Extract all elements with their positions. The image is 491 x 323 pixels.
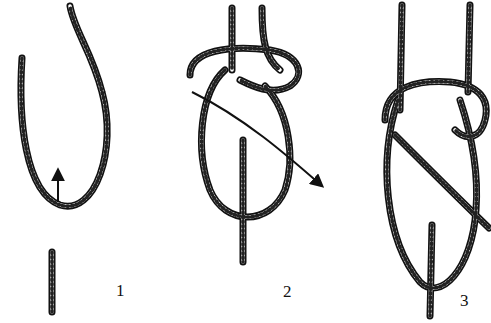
rope-strand	[202, 70, 290, 217]
step-number: 2	[283, 283, 292, 300]
rope-strand	[240, 140, 247, 262]
rope-strand	[468, 5, 470, 92]
rope-strand	[400, 5, 402, 110]
rope-strand	[21, 6, 107, 206]
rope-strand	[21, 6, 107, 206]
rope-strand	[229, 8, 236, 70]
rope-strand	[430, 225, 432, 316]
direction-arrow	[192, 92, 322, 186]
rope-strand	[430, 225, 432, 316]
rope-strand	[400, 5, 402, 110]
rope-strand	[230, 8, 234, 70]
rope-strand	[190, 48, 299, 90]
step-number: 1	[116, 282, 125, 299]
rope-strand	[430, 225, 432, 316]
rope-strand	[395, 135, 489, 228]
rope-strand	[241, 140, 245, 262]
rope-strand	[385, 82, 486, 137]
rope-strand	[262, 8, 280, 70]
rope-strand	[262, 8, 280, 70]
rope-strand	[190, 48, 299, 90]
rope-strand	[241, 140, 245, 262]
rope-strand	[50, 252, 54, 312]
step-number: 3	[460, 292, 469, 309]
rope-strand	[468, 5, 470, 92]
rope-strand	[21, 6, 107, 206]
rope-strand	[50, 252, 54, 312]
rope-strand	[400, 5, 402, 110]
rope-strand	[230, 8, 234, 70]
rope-strand	[262, 8, 280, 70]
rope-strand	[202, 70, 290, 217]
rope-strand	[190, 48, 299, 90]
rope-strand	[49, 252, 56, 312]
rope-strand	[468, 5, 470, 92]
direction-arrow	[57, 170, 59, 202]
